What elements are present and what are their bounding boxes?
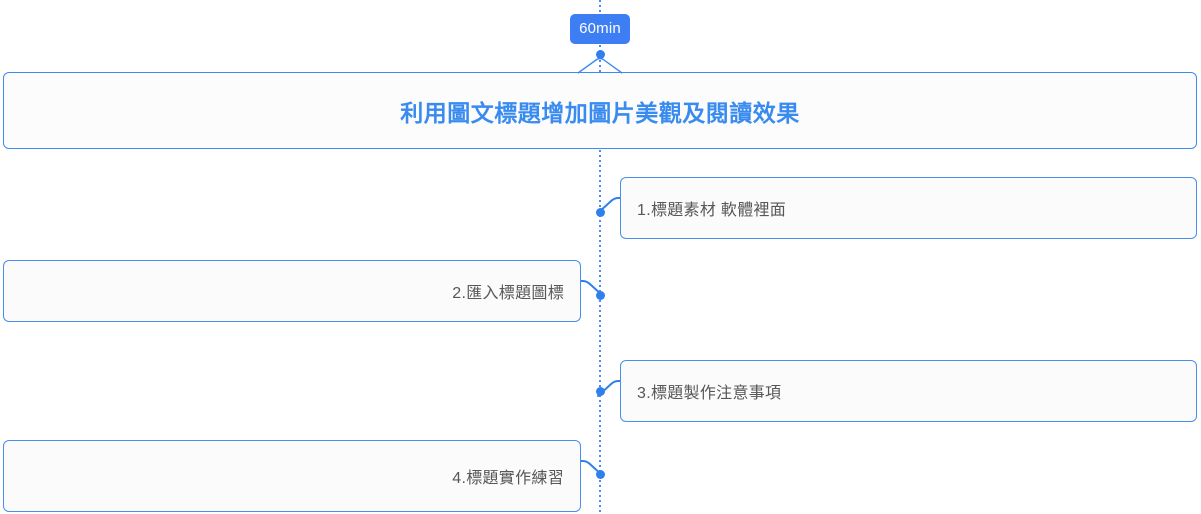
- root-topic-card[interactable]: 利用圖文標題增加圖片美觀及閱讀效果: [3, 72, 1197, 149]
- center-spine-line: [599, 0, 601, 514]
- branch-dot-3: [595, 387, 605, 396]
- branch-label-4: 4.標題實作練習: [452, 470, 564, 487]
- branch-card-3[interactable]: 3.標題製作注意事項: [620, 360, 1197, 422]
- page-title: 利用圖文標題增加圖片美觀及閱讀效果: [400, 99, 800, 126]
- branch-label-3: 3.標題製作注意事項: [637, 385, 782, 402]
- branch-dot-4: [595, 470, 605, 479]
- duration-badge[interactable]: 60min: [570, 14, 630, 44]
- root-connector-dot: [595, 50, 605, 59]
- branch-label-2: 2.匯入標題圖標: [452, 285, 564, 302]
- branch-card-2[interactable]: 2.匯入標題圖標: [3, 260, 581, 322]
- branch-dot-2: [595, 291, 605, 300]
- branch-label-1: 1.標題素材 軟體裡面: [637, 202, 787, 219]
- branch-card-1[interactable]: 1.標題素材 軟體裡面: [620, 177, 1197, 239]
- branch-dot-1: [595, 208, 605, 217]
- branch-card-4[interactable]: 4.標題實作練習: [3, 440, 581, 512]
